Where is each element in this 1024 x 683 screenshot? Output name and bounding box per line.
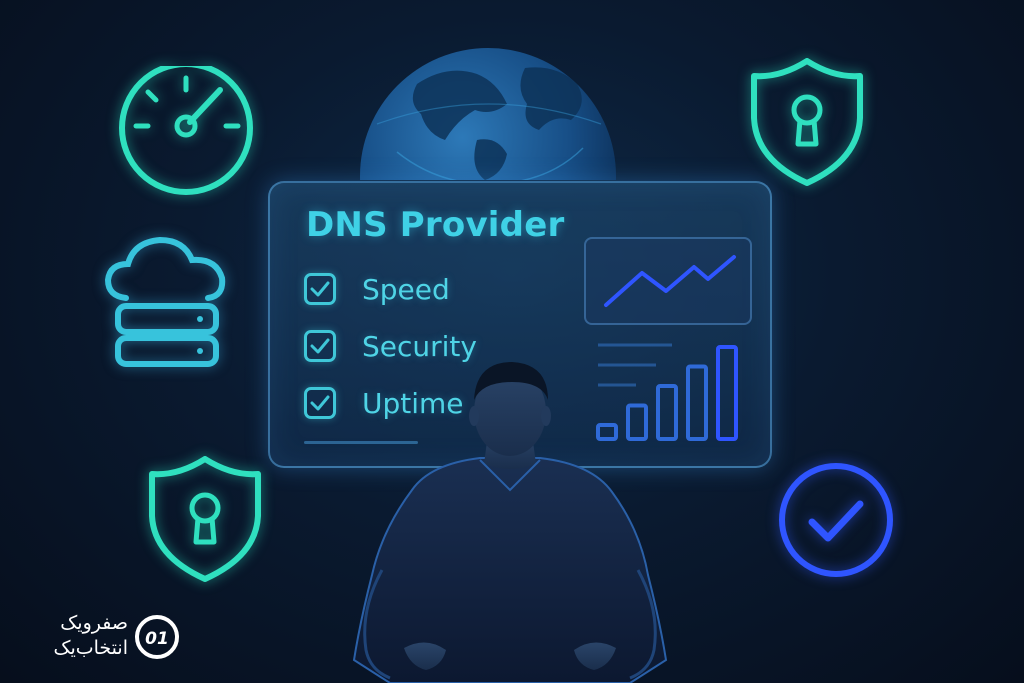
shield-keyhole-icon — [149, 456, 261, 582]
checkbox-checked-icon — [304, 330, 336, 362]
checklist-label: Security — [362, 329, 477, 363]
bar-chart — [596, 343, 738, 441]
bar-5 — [716, 345, 738, 441]
shield-keyhole-icon — [751, 58, 863, 186]
checkbox-checked-icon — [304, 387, 336, 419]
check-circle-icon — [779, 463, 893, 577]
trend-line-icon — [604, 255, 736, 307]
panel-title: DNS Provider — [306, 205, 565, 245]
speedometer-icon — [119, 66, 253, 195]
bar-1 — [596, 423, 618, 441]
checklist-label: Uptime — [362, 386, 464, 420]
brand-logo-icon: 01 — [135, 615, 179, 659]
line-chart-card — [584, 237, 752, 325]
bar-3 — [656, 384, 678, 441]
globe-icon — [360, 48, 616, 180]
bar-4 — [686, 364, 708, 441]
divider-line — [304, 441, 418, 444]
brand-logo-text: 01 — [145, 629, 169, 649]
checkbox-checked-icon — [304, 273, 336, 305]
person-silhouette — [352, 362, 668, 683]
cloud-server-icon — [104, 236, 226, 367]
brand-name-line2: انتخاب‌یک — [53, 637, 128, 659]
checklist-item-security: Security — [304, 326, 477, 366]
checklist-label: Speed — [362, 272, 450, 306]
bar-2 — [626, 403, 648, 441]
checklist-item-speed: Speed — [304, 269, 450, 309]
checklist-item-uptime: Uptime — [304, 383, 464, 423]
brand-name-line1: صفرویک — [60, 612, 128, 634]
